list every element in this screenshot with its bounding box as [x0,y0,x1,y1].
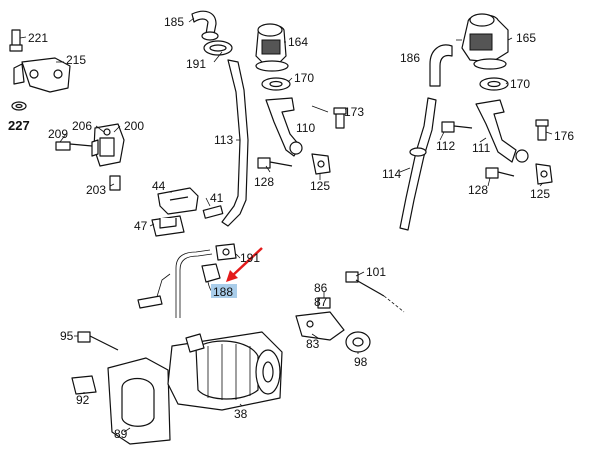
pipe-114 [399,97,437,231]
label-44: 44 [152,179,166,193]
bolt-112 [441,121,473,133]
label-186: 186 [400,51,420,65]
bolt-128b [485,167,515,179]
clip-92 [71,375,97,395]
label-215: 215 [66,53,86,67]
pressure-sensor-215 [13,57,71,93]
label-110: 110 [296,121,315,135]
highlight-arrow [226,247,263,282]
label-113: 113 [214,133,233,147]
bolt-173 [333,107,347,129]
label-209: 209 [48,127,68,141]
label-125-left: 125 [310,179,330,193]
bracket-47 [151,215,185,237]
label-128-right: 128 [468,183,488,197]
label-188[interactable]: 188 [213,285,233,299]
connector-203 [109,175,121,191]
label-191-top: 191 [186,57,206,71]
clip-191b [215,243,237,261]
label-191-bottom: 191 [240,251,260,265]
screw-221 [9,29,23,52]
flange-89 [107,357,171,445]
highlight-box-188 [211,284,237,298]
label-83: 83 [306,337,320,351]
label-112: 112 [436,139,455,153]
egr-valve-165 [461,13,509,70]
pipe-111 [475,99,529,163]
label-173: 173 [344,105,364,119]
actuator-38 [167,331,283,411]
label-89: 89 [114,427,128,441]
label-227: 227 [8,118,30,133]
label-125-right: 125 [530,187,550,201]
pipe-110 [265,97,303,157]
egr-valve-164 [255,23,289,72]
label-114: 114 [382,167,401,181]
label-101: 101 [366,265,386,279]
label-221: 221 [28,31,48,45]
label-92: 92 [76,393,90,407]
hose-185 [191,10,219,41]
hose-186 [429,44,453,87]
label-176: 176 [554,129,574,143]
gasket-170a [261,77,291,91]
gasket-125b [535,163,553,185]
label-87: 87 [314,295,328,309]
label-200: 200 [124,119,144,133]
bracket-83 [295,311,345,341]
valve-200 [91,123,125,167]
label-111: 111 [472,141,491,155]
label-164: 164 [288,35,308,49]
mount-98 [345,331,371,353]
bolt-176 [535,119,549,141]
label-165: 165 [516,31,536,45]
wiring-harness [137,249,213,318]
leader-lines [19,17,553,433]
label-98: 98 [354,355,368,369]
screw-209 [55,141,93,151]
gasket-170b [479,77,509,91]
leader-dashed [383,295,405,313]
bracket-44 [157,187,199,215]
callout-labels: 221 215 227 209 206 200 203 44 47 41 185… [8,15,574,441]
label-170-left: 170 [294,71,314,85]
gasket-125a [311,153,331,175]
clamp-191-top [203,40,233,56]
bolt-101 [345,271,385,297]
label-206: 206 [72,119,92,133]
label-128-left: 128 [254,175,274,189]
label-170-right: 170 [510,77,530,91]
label-38: 38 [234,407,248,421]
label-86: 86 [314,281,328,295]
bolt-128a [257,157,293,169]
washer-227 [11,101,27,111]
label-41: 41 [210,191,224,205]
label-95: 95 [60,329,74,343]
bolt-95 [77,331,119,351]
plug-41 [202,205,224,219]
label-203: 203 [86,183,106,197]
clip-206 [103,128,111,136]
label-47: 47 [134,219,148,233]
label-185: 185 [164,15,184,29]
